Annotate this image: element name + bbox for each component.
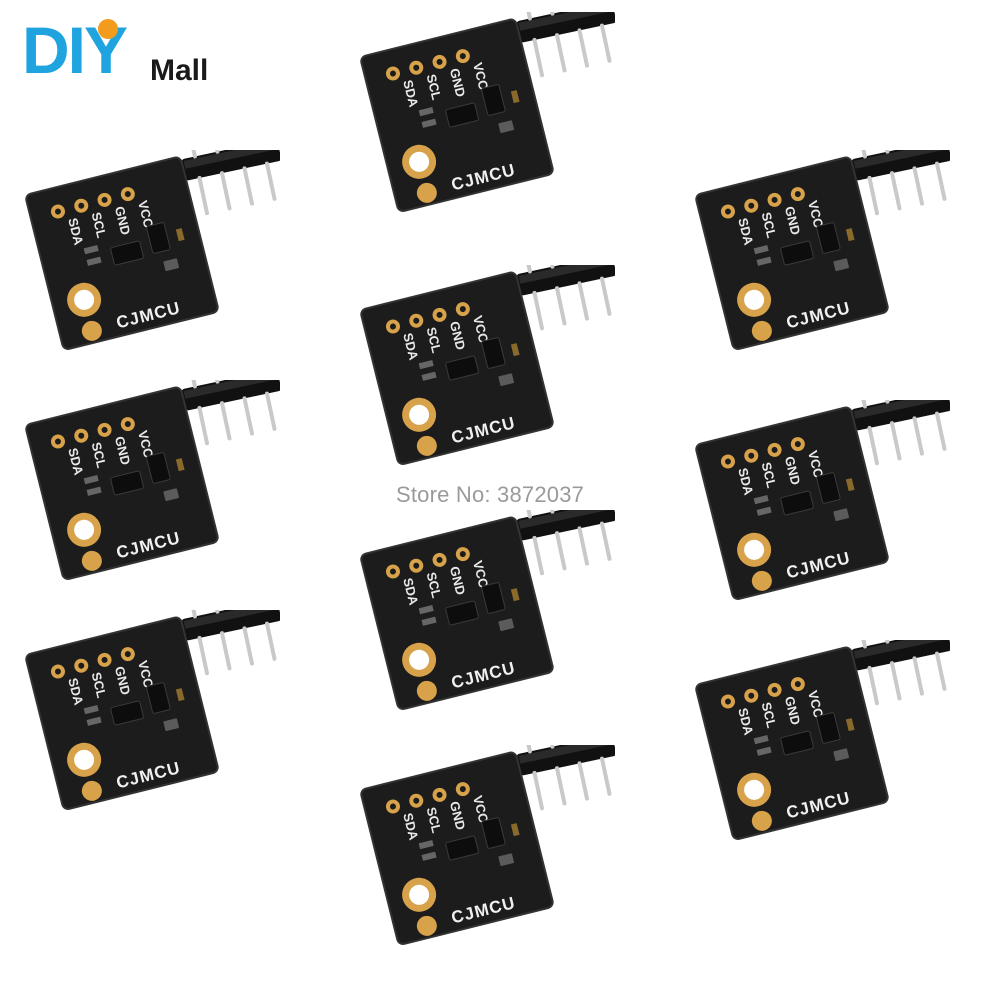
sensor-module-5: VCC GND SCL SDA CJMCU <box>10 380 280 610</box>
pcb-board: VCC GND SCL SDA CJMCU <box>695 640 950 840</box>
pin-label-sda: SDA <box>400 78 421 109</box>
pin-label-scl: SCL <box>89 441 110 470</box>
pin-label-vcc: VCC <box>135 429 156 460</box>
pcb-board: VCC GND SCL SDA CJMCU <box>25 380 280 580</box>
pcb-board: VCC GND SCL SDA CJMCU <box>25 610 280 810</box>
pin-header <box>851 640 950 706</box>
pin-label-gnd: GND <box>782 695 804 727</box>
pin-label-sda: SDA <box>735 466 756 497</box>
pcb-board: VCC GND SCL SDA CJMCU <box>360 510 615 710</box>
diymall-logo: DIY Mall <box>22 14 232 87</box>
pin-label-sda: SDA <box>735 706 756 737</box>
pin-label-gnd: GND <box>447 565 469 597</box>
pin-label-scl: SCL <box>424 806 445 835</box>
sensor-module-2: VCC GND SCL SDA CJMCU <box>10 150 280 380</box>
pin-header <box>516 510 615 576</box>
pin-label-vcc: VCC <box>135 659 156 690</box>
pin-label-sda: SDA <box>400 576 421 607</box>
pin-label-scl: SCL <box>89 671 110 700</box>
pcb-board: VCC GND SCL SDA CJMCU <box>695 400 950 600</box>
logo-dot <box>98 19 118 39</box>
pin-header <box>181 610 280 676</box>
pin-label-gnd: GND <box>112 205 134 237</box>
pcb-board: VCC GND SCL SDA CJMCU <box>360 265 615 465</box>
pin-label-vcc: VCC <box>470 314 491 345</box>
store-number: Store No: 3872037 <box>396 482 585 507</box>
sensor-module-6: VCC GND SCL SDA CJMCU <box>680 400 950 630</box>
pin-label-vcc: VCC <box>470 61 491 92</box>
pin-label-vcc: VCC <box>805 689 826 720</box>
pin-label-sda: SDA <box>400 331 421 362</box>
pin-label-gnd: GND <box>782 205 804 237</box>
pin-label-scl: SCL <box>89 211 110 240</box>
pin-label-scl: SCL <box>424 73 445 102</box>
pin-label-scl: SCL <box>759 211 780 240</box>
pin-label-sda: SDA <box>735 216 756 247</box>
pcb-board: VCC GND SCL SDA CJMCU <box>695 150 950 350</box>
pin-label-gnd: GND <box>447 320 469 352</box>
pin-label-scl: SCL <box>759 701 780 730</box>
pin-label-scl: SCL <box>759 461 780 490</box>
sensor-module-8: VCC GND SCL SDA CJMCU <box>10 610 280 840</box>
sensor-module-4: VCC GND SCL SDA CJMCU <box>345 265 615 495</box>
pin-label-vcc: VCC <box>470 559 491 590</box>
pin-label-scl: SCL <box>424 571 445 600</box>
pin-label-vcc: VCC <box>470 794 491 825</box>
pin-header <box>181 150 280 216</box>
pcb-board: VCC GND SCL SDA CJMCU <box>360 745 615 945</box>
pcb-board: VCC GND SCL SDA CJMCU <box>360 12 615 212</box>
pin-label-sda: SDA <box>400 811 421 842</box>
pin-label-gnd: GND <box>447 800 469 832</box>
pin-label-gnd: GND <box>112 435 134 467</box>
logo-brand-sub: Mall <box>150 54 209 87</box>
pin-label-vcc: VCC <box>135 199 156 230</box>
pin-header <box>516 265 615 331</box>
pcb-board: VCC GND SCL SDA CJMCU <box>25 150 280 350</box>
pin-label-gnd: GND <box>447 67 469 99</box>
pin-label-sda: SDA <box>65 676 86 707</box>
pin-label-vcc: VCC <box>805 199 826 230</box>
pin-header <box>516 745 615 811</box>
sensor-module-3: VCC GND SCL SDA CJMCU <box>680 150 950 380</box>
pin-label-sda: SDA <box>65 216 86 247</box>
pin-header <box>516 12 615 78</box>
pin-header <box>851 150 950 216</box>
sensor-module-9: VCC GND SCL SDA CJMCU <box>680 640 950 870</box>
sensor-module-7: VCC GND SCL SDA CJMCU <box>345 510 615 740</box>
pin-label-vcc: VCC <box>805 449 826 480</box>
pin-label-gnd: GND <box>112 665 134 697</box>
pin-label-scl: SCL <box>424 326 445 355</box>
sensor-module-10: VCC GND SCL SDA CJMCU <box>345 745 615 975</box>
pin-label-gnd: GND <box>782 455 804 487</box>
pin-header <box>851 400 950 466</box>
pin-label-sda: SDA <box>65 446 86 477</box>
sensor-module-1: VCC GND SCL SDA CJMCU <box>345 12 615 242</box>
pin-header <box>181 380 280 446</box>
